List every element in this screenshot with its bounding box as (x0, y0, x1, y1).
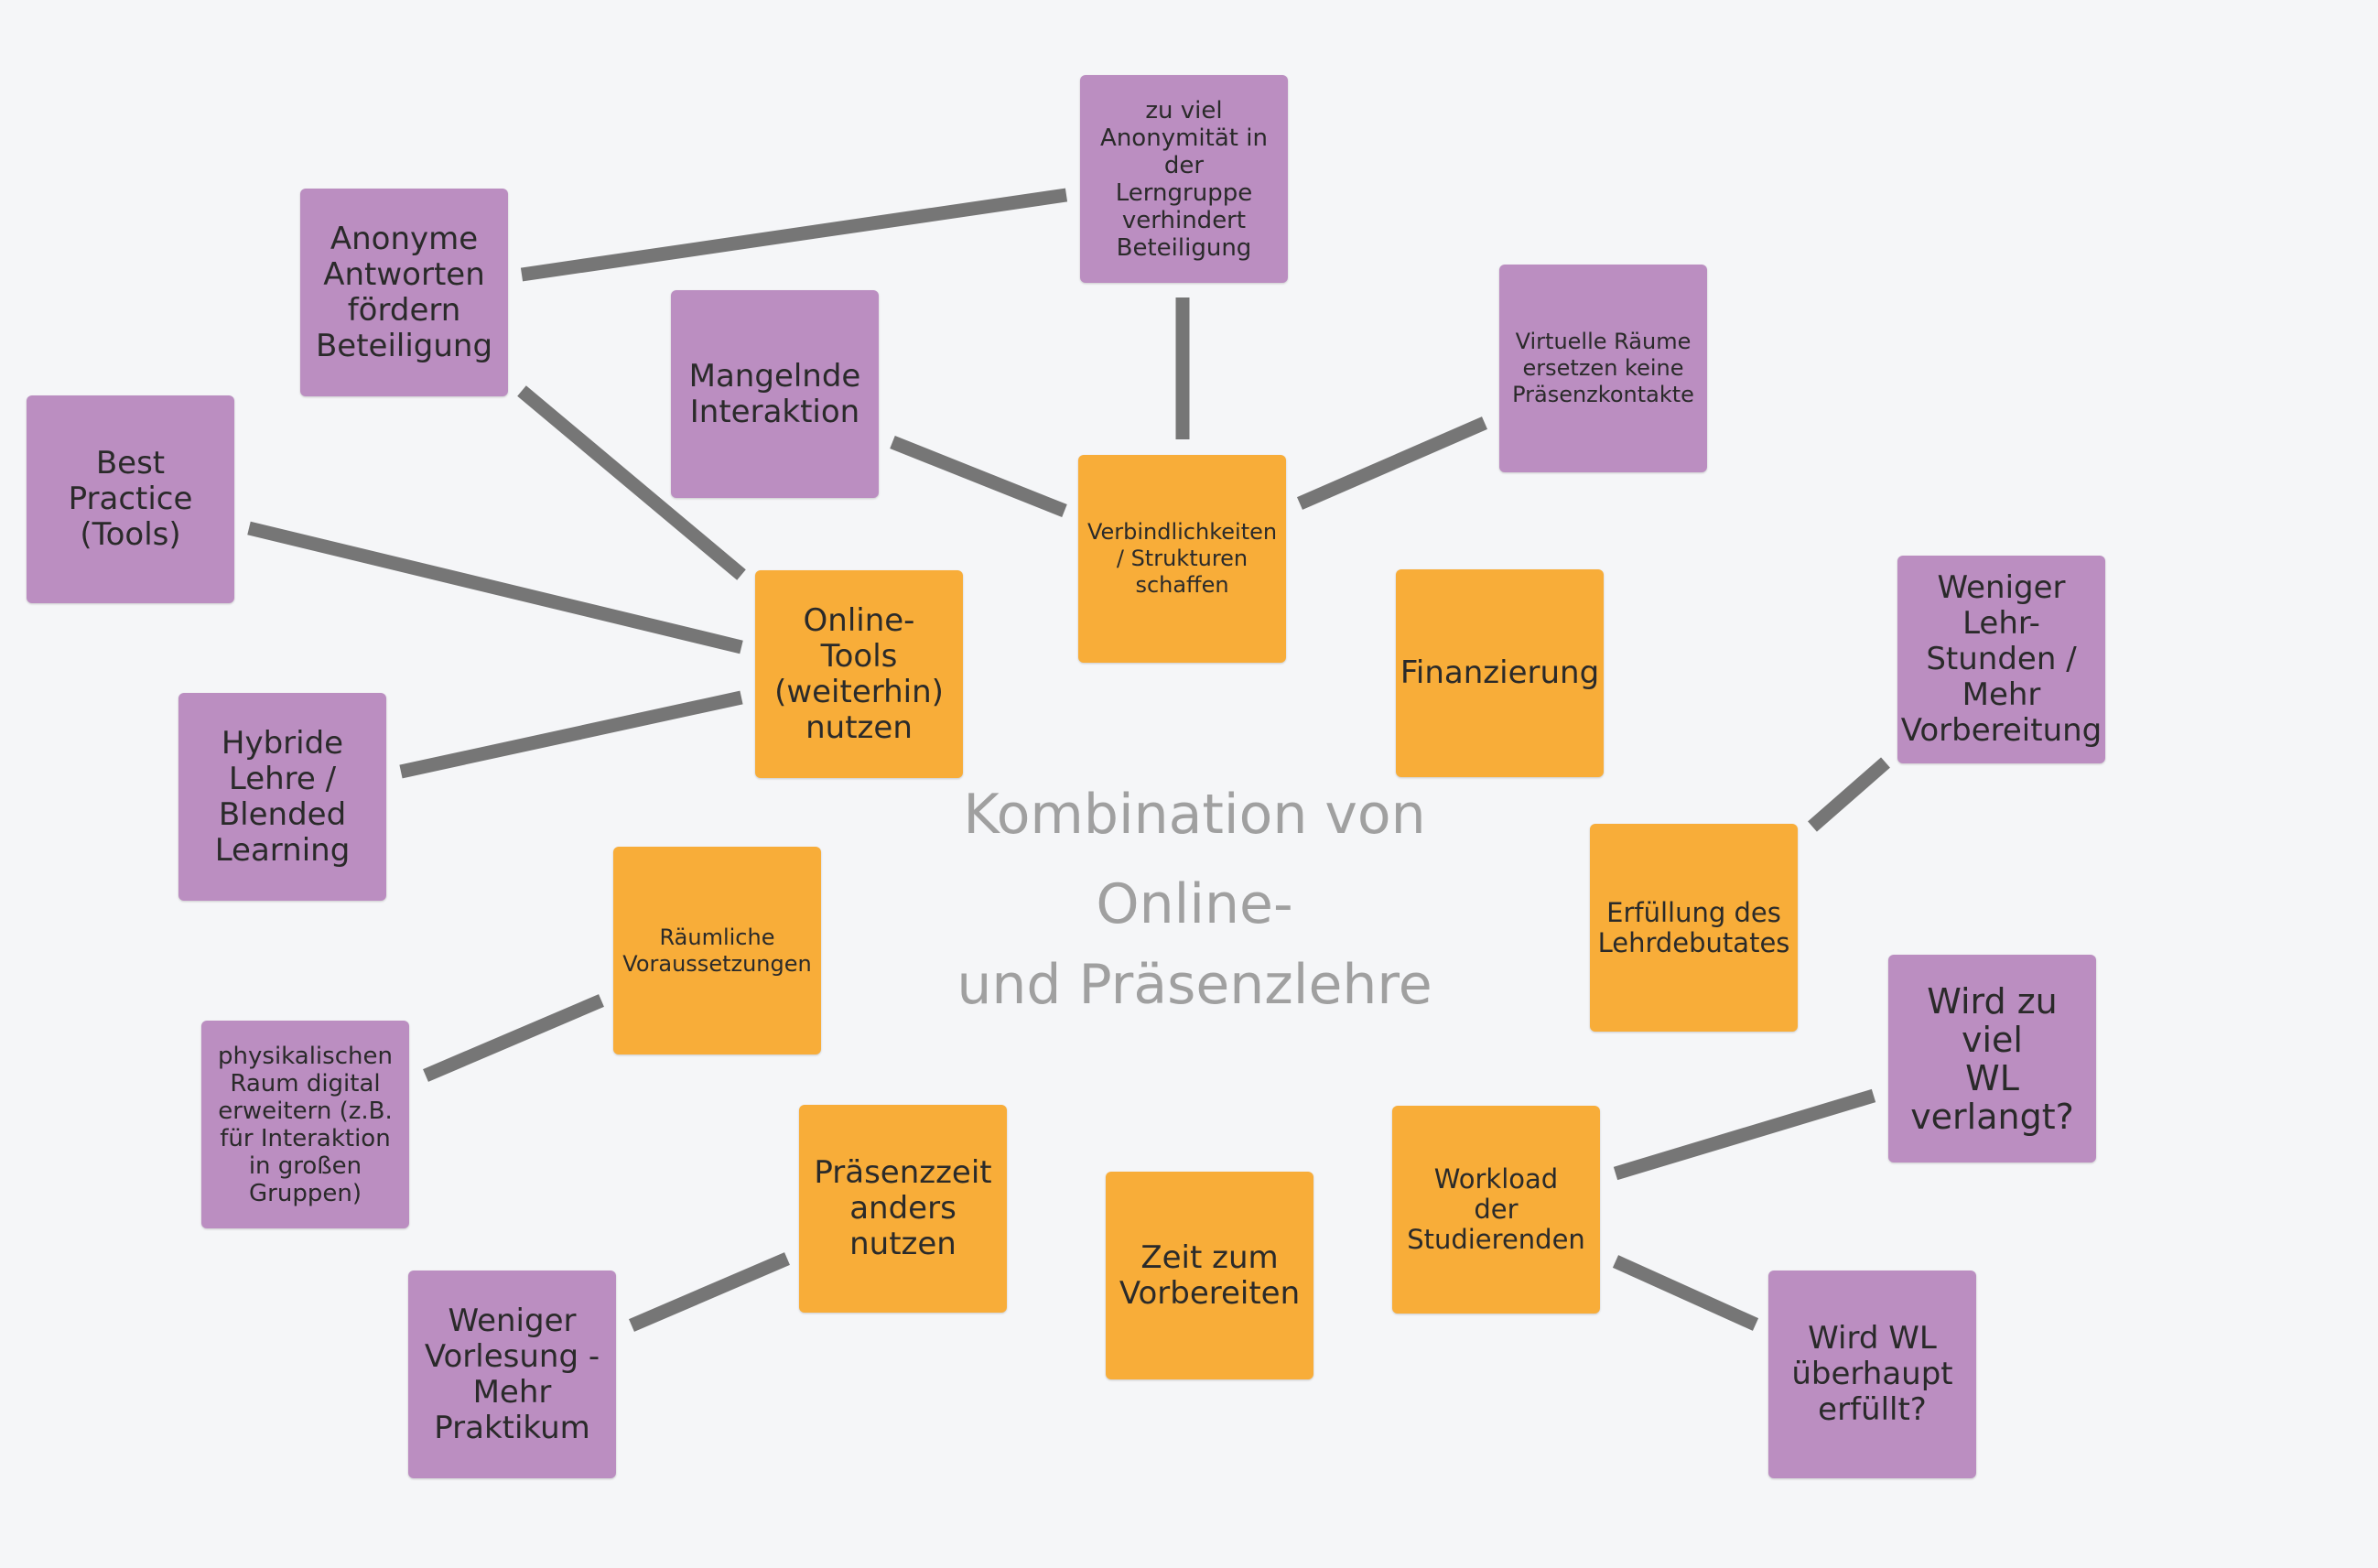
note-wird-zu-viel-wl[interactable]: Wird zu viel WL verlangt? (1888, 955, 2096, 1162)
note-physikalischer-raum[interactable]: physikalischen Raum digital erweitern (z… (201, 1021, 409, 1228)
connector-physikalischer-raum-to-raeumliche-voraussetzungen (423, 994, 604, 1082)
note-erfuellung-lehrdeputate[interactable]: Erfüllung des Lehrdebutates (1590, 824, 1798, 1032)
connector-workload-to-wird-zu-viel-wl (1613, 1088, 1876, 1181)
note-praesenzzeit-anders-nutzen[interactable]: Präsenzzeit anders nutzen (799, 1105, 1007, 1313)
title-line-1: Kombination von (963, 783, 1426, 847)
note-online-tools-nutzen[interactable]: Online- Tools (weiterhin) nutzen (755, 570, 963, 778)
title-line-3: und Präsenzlehre (957, 953, 1432, 1017)
note-weniger-lehrstunden[interactable]: Weniger Lehr- Stunden / Mehr Vorbereitun… (1897, 556, 2105, 763)
note-weniger-vorlesung[interactable]: Weniger Vorlesung - Mehr Praktikum (408, 1271, 616, 1478)
note-virtuelle-raeume[interactable]: Virtuelle Räume ersetzen keine Präsenzko… (1499, 265, 1707, 472)
note-best-practice[interactable]: Best Practice (Tools) (27, 395, 234, 603)
note-zeit-zum-vorbereiten[interactable]: Zeit zum Vorbereiten (1106, 1172, 1313, 1379)
connector-anonyme-antworten-to-online-tools (517, 385, 746, 580)
note-workload-studierende[interactable]: Workload der Studierenden (1392, 1106, 1600, 1314)
title-line-2: Online- (1096, 872, 1293, 936)
connector-verbindlichkeiten-to-virtuelle-raeume (1297, 416, 1487, 510)
connector-hybride-lehre-to-online-tools (399, 690, 743, 779)
connector-erfuellung-to-weniger-lehrstunden (1808, 757, 1890, 832)
connector-best-practice-to-online-tools (247, 521, 743, 654)
diagram-title: Kombination von Online- und Präsenzlehre (897, 787, 1492, 1012)
note-wird-wl-erfuellt[interactable]: Wird WL überhaupt erfüllt? (1768, 1271, 1976, 1478)
note-raeumliche-voraussetzungen[interactable]: Räumliche Voraussetzungen (613, 847, 821, 1054)
note-anonyme-antworten[interactable]: Anonyme Antworten fördern Beteiligung (300, 189, 508, 396)
note-anonymitaet-in-lerngruppe[interactable]: zu viel Anonymität in der Lerngruppe ver… (1080, 75, 1288, 283)
connector-anonyme-antworten-to-anonymitaet (520, 188, 1068, 282)
note-verbindlichkeiten-strukturen[interactable]: Verbindlichkeiten / Strukturen schaffen (1078, 455, 1286, 663)
connector-weniger-vorlesung-to-praesenzzeit (629, 1252, 790, 1332)
connector-workload-to-wird-wl-erfuellt (1612, 1255, 1759, 1331)
note-finanzierung[interactable]: Finanzierung (1396, 569, 1604, 777)
note-hybride-lehre[interactable]: Hybride Lehre / Blended Learning (178, 693, 386, 901)
connector-mangelnde-interaktion-to-verbindlichkeiten (890, 436, 1067, 517)
note-mangelnde-interaktion[interactable]: Mangelnde Interaktion (671, 290, 879, 498)
